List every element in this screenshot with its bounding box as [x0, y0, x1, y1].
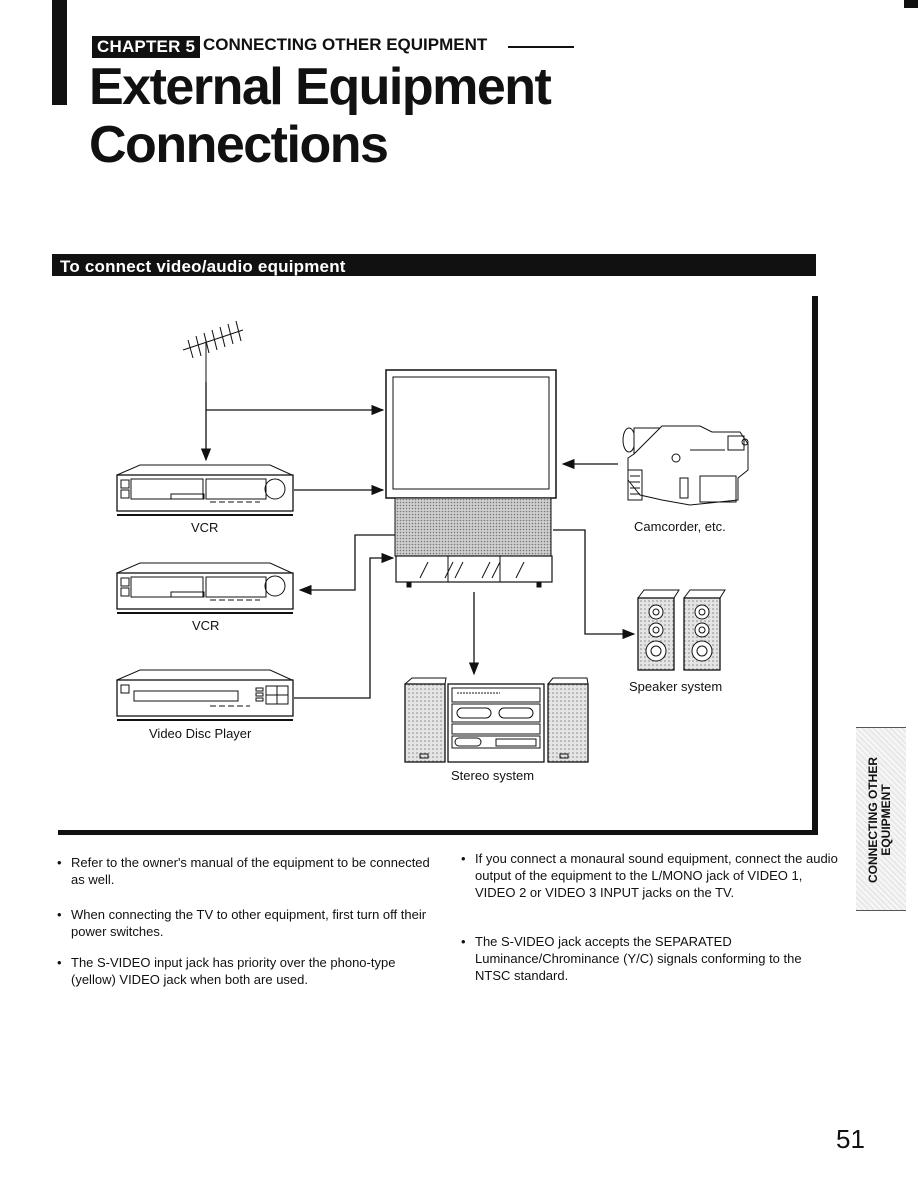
note-item: Refer to the owner's manual of the equip… — [57, 854, 431, 888]
vcr-label-middle: VCR — [192, 618, 220, 633]
page-title-line-2: Connections — [89, 116, 389, 174]
vcr-icon-middle — [116, 562, 294, 614]
section-header-bar — [52, 254, 816, 276]
note-item: If you connect a monaural sound equipmen… — [461, 850, 840, 901]
tv-icon — [385, 369, 557, 588]
chapter-badge: CHAPTER 5 — [92, 36, 201, 58]
vcr-icon-top — [116, 464, 294, 516]
speaker-icon — [637, 589, 726, 671]
page-number: 51 — [836, 1124, 865, 1154]
page-title: External Equipment Connections — [89, 58, 552, 174]
margin-bar — [52, 0, 67, 105]
speaker-system-label: Speaker system — [629, 679, 723, 694]
note-item: The S-VIDEO input jack has priority over… — [57, 954, 431, 988]
note-item: The S-VIDEO jack accepts the SEPARATED L… — [461, 933, 840, 984]
note-item: When connecting the TV to other equipmen… — [57, 906, 431, 940]
video-disc-player-icon — [116, 669, 294, 721]
video-disc-player-label: Video Disc Player — [149, 726, 252, 741]
vcr-label-top: VCR — [191, 520, 219, 535]
section-title: To connect video/audio equipment — [60, 257, 346, 276]
stereo-system-icon — [404, 677, 589, 763]
camcorder-label: Camcorder, etc. — [634, 519, 726, 534]
diagram-frame-right — [812, 296, 818, 834]
diagram-frame-bottom — [58, 830, 818, 835]
side-tab-line-2: EQUIPMENT — [879, 784, 893, 856]
chapter-side-tab — [856, 727, 906, 911]
page-title-line-1: External Equipment — [89, 58, 552, 116]
stereo-system-label: Stereo system — [451, 768, 535, 783]
chapter-rule — [508, 46, 574, 48]
chapter-title: CONNECTING OTHER EQUIPMENT — [203, 35, 488, 54]
camcorder-icon — [622, 425, 749, 506]
antenna-icon — [182, 320, 244, 382]
corner-mark — [904, 0, 918, 8]
chapter-side-tab-label: CONNECTING OTHER EQUIPMENT — [860, 740, 900, 900]
